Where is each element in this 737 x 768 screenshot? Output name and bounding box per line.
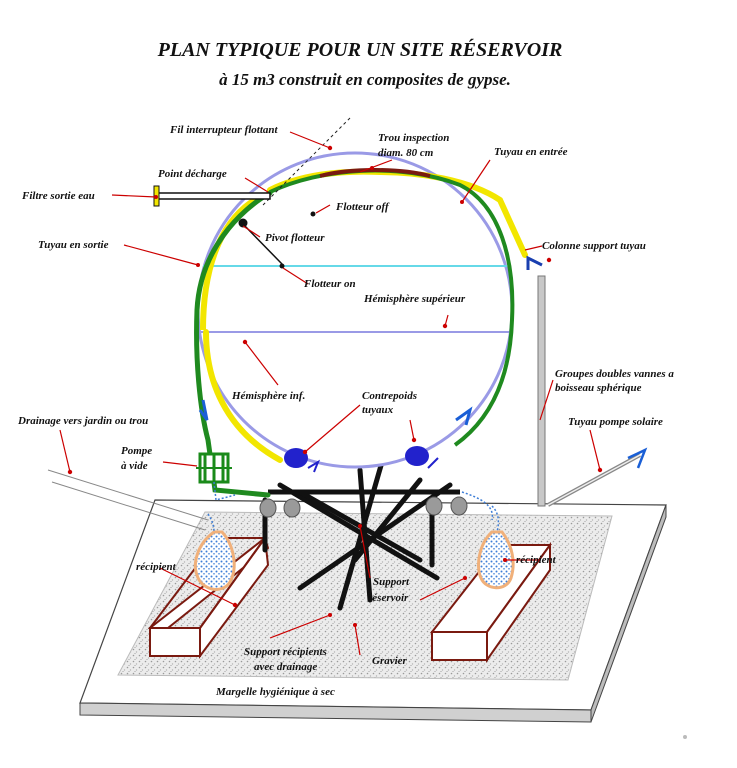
label-pompe-1: Pompe: [121, 445, 152, 457]
outlet-pipe-green: [194, 190, 273, 498]
pipe-support-column: [537, 275, 546, 507]
label-hemisphere-inf: Hémisphère inf.: [231, 390, 305, 402]
label-support-recipients-2: avec drainage: [254, 661, 317, 673]
label-fil-interrupteur: Fil interrupteur flottant: [169, 124, 279, 136]
label-filtre-sortie: Filtre sortie eau: [21, 190, 95, 202]
drainage-pipe: [47, 469, 209, 531]
label-groupes-vannes-1: Groupes doubles vannes a: [555, 368, 674, 380]
label-support-recipients-1: Support récipients: [244, 646, 327, 658]
solar-pipe-arrow-icon: [627, 447, 648, 469]
jar-right: [477, 505, 515, 590]
inspection-hole: [319, 168, 431, 178]
label-margelle: Margelle hygiénique à sec: [215, 686, 335, 698]
jar-left: [193, 513, 236, 591]
float-off-ball: [310, 211, 316, 217]
column-inlet-hook: [526, 255, 543, 270]
float-pivot: [238, 218, 248, 228]
label-flotteur-off: Flotteur off: [335, 201, 390, 213]
float-switch-wire: [261, 117, 351, 207]
title-line-1: PLAN TYPIQUE POUR UN SITE RÉSERVOIR: [157, 38, 563, 61]
label-gravier: Gravier: [372, 655, 408, 667]
label-trou-inspection-2: diam. 80 cm: [378, 147, 434, 159]
vacuum-pump: [196, 452, 232, 484]
title-line-2: à 15 m3 construit en composites de gypse…: [219, 70, 511, 89]
label-trou-inspection-1: Trou inspection: [378, 132, 449, 144]
pointer-dots: [67, 145, 603, 627]
float-on-ball: [279, 263, 285, 269]
label-pivot-flotteur: Pivot flotteur: [265, 232, 325, 244]
container-support-right: [429, 541, 552, 664]
label-tuyau-entree: Tuyau en entrée: [494, 146, 568, 158]
label-tuyau-pompe-solaire: Tuyau pompe solaire: [568, 416, 663, 428]
flow-arrow-left-icon: [198, 399, 209, 421]
label-hemisphere-sup: Hémisphère supérieur: [363, 293, 466, 305]
label-recipient-left: récipient: [136, 561, 177, 573]
label-point-decharge: Point décharge: [158, 168, 227, 180]
label-contrepoids-2: tuyaux: [362, 404, 394, 416]
outlet-filter-pipe: [157, 192, 271, 200]
label-colonne-support: Colonne support tuyau: [542, 240, 646, 252]
pointer-lines: [59, 131, 601, 656]
counterweight-left: [284, 448, 308, 468]
label-recipient-right: récipient: [516, 554, 557, 566]
stray-dot: [683, 735, 687, 739]
label-tuyau-sortie: Tuyau en sortie: [38, 239, 109, 251]
label-support-reservoir-1: Support: [373, 576, 410, 588]
label-support-reservoir-2: réservoir: [368, 592, 409, 604]
valve-group-left: [259, 498, 301, 518]
valve-group-right: [425, 496, 468, 516]
label-contrepoids-1: Contrepoids: [362, 390, 417, 402]
flow-arrow-right-icon: [455, 406, 473, 426]
label-pompe-2: à vide: [121, 460, 148, 472]
label-groupes-vannes-2: boisseau sphérique: [555, 382, 642, 394]
label-drainage: Drainage vers jardin ou trou: [17, 415, 148, 427]
label-flotteur-on: Flotteur on: [303, 278, 356, 290]
counterweight-right: [405, 446, 429, 466]
